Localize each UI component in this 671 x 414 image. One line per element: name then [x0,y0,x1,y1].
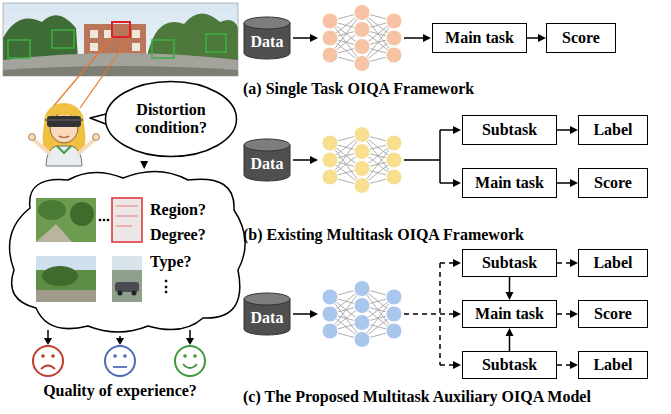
process-box: Subtask [462,351,557,379]
node-text: Data [251,147,284,173]
process-box: Main task [432,23,527,53]
process-box: Main task [462,168,557,198]
arrow [557,126,578,134]
neural-network-icon [322,5,402,72]
speech-bubble: Distortion condition? [104,80,238,158]
dashed-arrow [557,310,578,318]
arrowhead [140,161,148,169]
thought-cloud-outline [8,170,248,332]
node-text: Data [251,301,284,327]
caption: (c) The Proposed Multitask Auxiliary OIQ… [243,388,591,406]
node-text: Subtask [482,254,537,272]
arrowhead [570,361,578,369]
caption: (b) Existing Multitask OIQA Framework [243,226,524,244]
output-box: Score [578,168,648,198]
process-box: Subtask [462,249,557,277]
connector-line [527,37,539,39]
arrowhead [538,34,546,42]
dashed-arrow [557,361,578,369]
arrowhead [506,328,514,336]
output-box: Label [578,351,648,379]
node-text: Score [594,305,632,323]
arrowhead [570,259,578,267]
rating-arrowheads [44,338,194,345]
thought-cloud: Region? Degree? Type? ⋮ [8,170,248,332]
caption: Quality of experience? [20,382,220,400]
node-text: Main task [475,174,544,192]
output-box: Label [578,249,648,277]
connector-line [509,277,511,293]
arrowhead [570,126,578,134]
arrow [527,34,546,42]
connector-line [557,262,571,264]
neural-network-icon [322,281,402,348]
neutral-face [105,346,135,376]
vr-user-figure [29,103,100,166]
node-text: Main task [475,305,544,323]
output-box: Score [578,300,648,328]
output-box: Label [578,115,648,145]
connector-line [557,364,571,366]
connector-line [557,129,571,131]
arrowhead [506,292,514,300]
output-box: Score [546,23,616,53]
neural-network-icon [322,127,402,194]
caption: (a) Single Task OIQA Framework [243,80,474,98]
process-box: Main task [462,300,557,328]
node-text: Label [593,254,632,272]
node-text: Label [593,356,632,374]
data-cylinder: Data [243,16,291,60]
data-cylinder: Data [243,138,291,182]
node-text: Data [251,25,284,51]
arrow [506,328,514,351]
panorama-image [3,3,238,76]
arrow [557,179,578,187]
node-text: Label [593,121,632,139]
arrowhead [570,179,578,187]
node-text: Type? [150,253,191,271]
connector-line [557,182,571,184]
node-text: Distortion condition? [117,101,225,137]
viewport-thumbnails [36,198,142,302]
node-text: Subtask [482,121,537,139]
arrow [140,161,148,169]
sad-face [33,346,63,376]
arrowhead [570,310,578,318]
node-text: Main task [445,29,514,47]
node-text: Score [594,174,632,192]
arrow [506,277,514,300]
connector-line [557,313,571,315]
data-cylinder: Data [243,292,291,336]
happy-face [175,346,205,376]
node-text: ⋮ [158,278,174,296]
node-text: Subtask [482,356,537,374]
node-text: Degree? [150,226,206,244]
dashed-arrow [557,259,578,267]
node-text: Region? [150,201,206,219]
connector-line [509,335,511,351]
node-text: Score [562,29,600,47]
process-box: Subtask [462,115,557,145]
